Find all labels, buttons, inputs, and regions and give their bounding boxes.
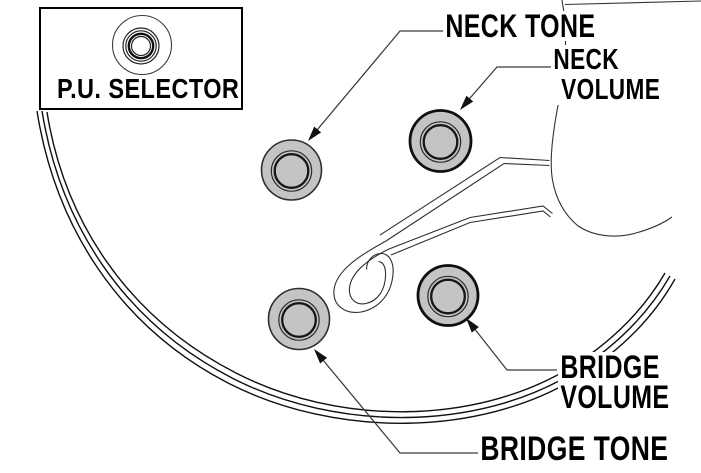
neck-volume-label-line1: NECK: [553, 44, 619, 76]
bridge-tone-knob-ring-inner: [281, 302, 317, 338]
bridge-volume-knob-ring-outer: [427, 275, 469, 318]
neck-volume-label: NECK VOLUME: [551, 45, 663, 105]
neck-volume-knob-ring-outer: [419, 121, 462, 163]
bridge-tone-arrowhead: [314, 349, 328, 364]
switch-icon-ring3: [127, 32, 155, 60]
binding-arc-inner: [46, 111, 666, 413]
bridge-tone-knob-body: [267, 287, 331, 351]
neck-volume-knob-body: [408, 109, 473, 173]
neck-tone-knob-ring-inner: [273, 153, 310, 189]
bridge-volume-label-line2: VOLUME: [560, 379, 670, 415]
switch-icon-ring2: [125, 30, 157, 62]
pu-selector-switch-icon: [111, 14, 173, 76]
f-hole-curl: [333, 156, 553, 313]
f-hole-lower-strip-edge1: [388, 205, 553, 250]
neck-volume-arrowhead: [460, 95, 474, 110]
neck-tone-label: NECK TONE: [443, 10, 598, 42]
neck-tone-knob-ring-outer: [270, 150, 313, 192]
bridge-tone-pointer-line: [317, 353, 478, 454]
pu-selector-box: P.U. SELECTOR: [39, 7, 243, 110]
neck-volume-label-line2: VOLUME: [561, 74, 661, 106]
neck-volume-pointer-line: [463, 66, 551, 106]
top-edge-line: [564, 0, 701, 6]
bridge-tone-knob: [267, 287, 331, 351]
neck-volume-knob-ring-inner: [422, 124, 459, 160]
bridge-volume-pointer-line: [469, 322, 557, 371]
switch-icon-outer-circle: [111, 14, 173, 76]
f-hole-lower-strip-edge2: [390, 210, 551, 256]
binding-arc-middle: [41, 110, 671, 419]
bridge-volume-arrowhead: [466, 318, 479, 333]
neck-tone-pointer-line: [311, 30, 443, 137]
switch-icon-tip: [130, 35, 152, 57]
bridge-volume-knob: [416, 264, 480, 327]
f-hole-upper-strip-edge2: [385, 162, 550, 242]
f-hole-curl-inner: [348, 248, 390, 305]
bridge-volume-knob-ring-inner: [430, 278, 466, 315]
bridge-tone-label: BRIDGE TONE: [478, 432, 671, 466]
bridge-volume-label-line1: BRIDGE: [560, 349, 660, 385]
f-hole-upper-strip-edge1: [379, 156, 550, 236]
neck-volume-knob: [408, 109, 473, 173]
neck-tone-arrowhead: [308, 126, 322, 141]
bridge-volume-label: BRIDGE VOLUME: [558, 349, 672, 415]
neck-tone-knob: [260, 139, 323, 201]
callout-pointers: [308, 30, 557, 454]
pu-selector-label: P.U. SELECTOR: [57, 73, 240, 104]
bridge-tone-knob-ring-outer: [278, 299, 320, 341]
switch-icon-ring1: [122, 27, 160, 65]
